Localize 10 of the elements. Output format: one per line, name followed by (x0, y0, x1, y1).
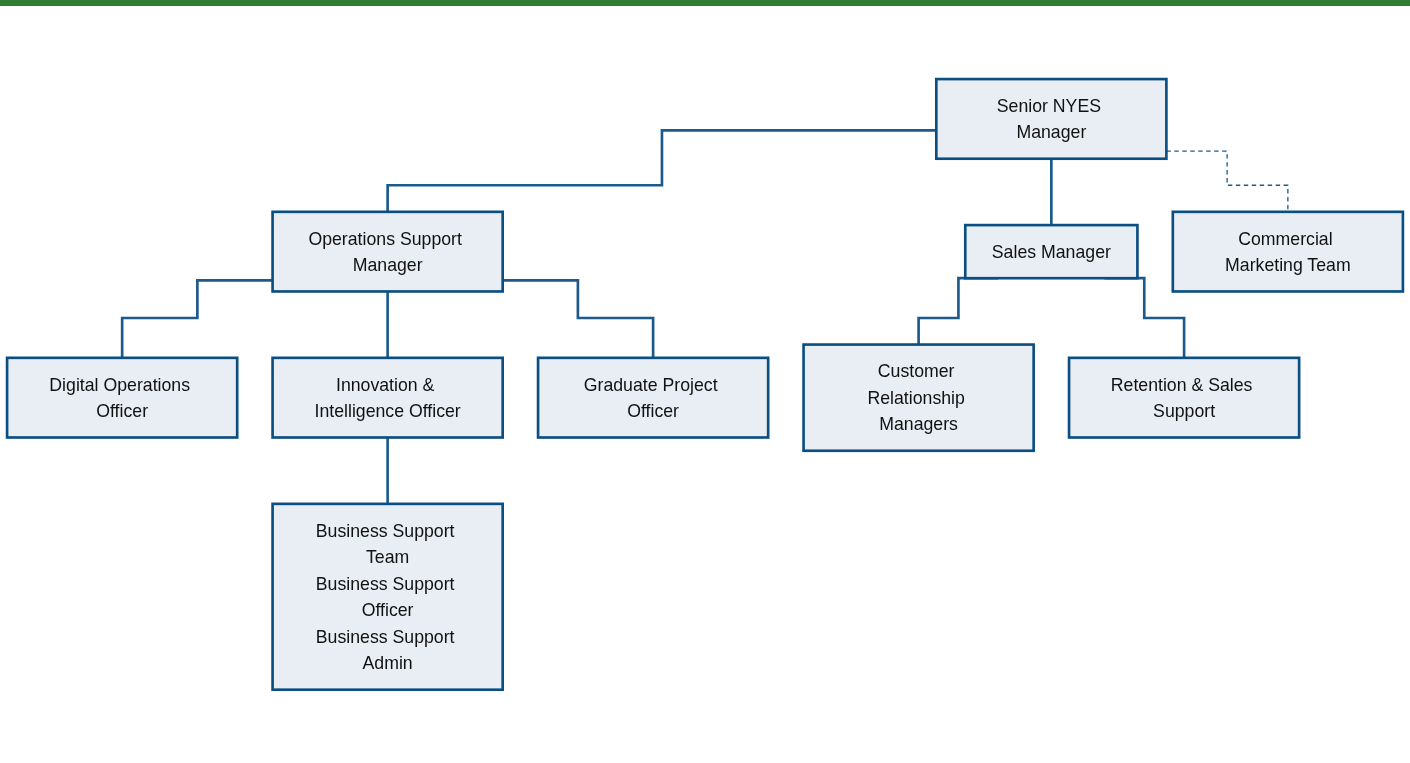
node-box: Senior NYES Manager (934, 77, 1168, 161)
node-box: Commercial Marketing Team (1171, 210, 1405, 293)
node-box: Sales Manager (963, 223, 1139, 280)
node-box: Retention & Sales Support (1067, 356, 1301, 439)
node-box: Digital Operations Officer (5, 356, 239, 439)
node-box: Operations Support Manager (271, 210, 504, 293)
node-box: Innovation & Intelligence Officer (271, 356, 504, 439)
node-box: Customer Relationship Managers (802, 343, 1035, 453)
node-box: Graduate Project Officer (536, 356, 770, 439)
node-box: Business Support Team Business Support Officer Business Support Admin (271, 502, 504, 692)
